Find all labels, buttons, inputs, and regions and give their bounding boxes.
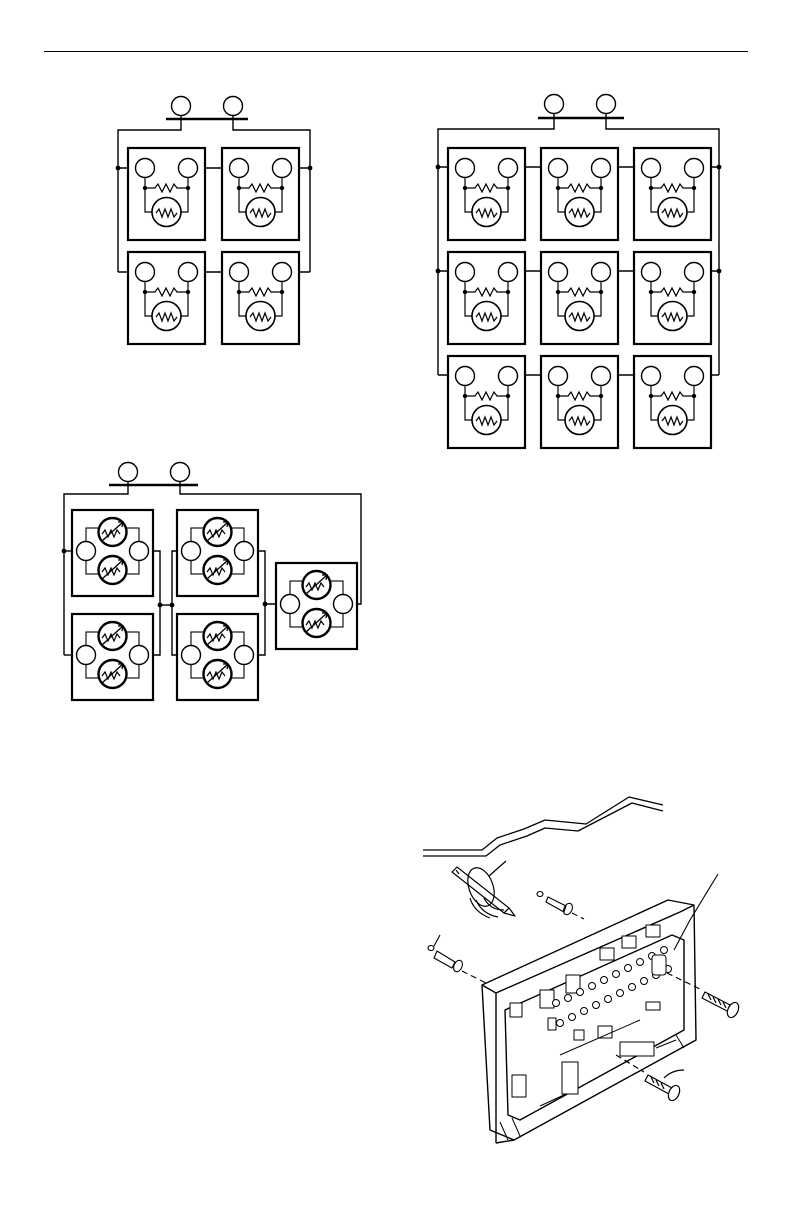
sensor-9 <box>634 356 711 448</box>
junction-dot <box>62 549 67 554</box>
junction-dot <box>717 165 722 170</box>
dual-sensor-2 <box>177 510 258 596</box>
junction-dot <box>308 166 313 171</box>
sensor-7 <box>448 356 525 448</box>
sensor-3 <box>634 148 711 240</box>
wall-anchor <box>537 892 584 920</box>
wallplate-mounting-illustration <box>423 797 741 1143</box>
dual-sensor-5 <box>276 563 357 649</box>
dual-sensor-1 <box>72 510 153 596</box>
dual-sensor-4 <box>177 614 258 700</box>
sensor-2 <box>222 148 299 240</box>
pencil-icon <box>452 861 515 918</box>
sensor-4 <box>448 252 525 344</box>
sensor-3 <box>128 252 205 344</box>
junction-dot <box>170 603 175 608</box>
wall-outline <box>423 797 663 856</box>
sensor-2 <box>541 148 618 240</box>
sensor-6 <box>634 252 711 344</box>
sensor-5 <box>541 252 618 344</box>
junction-dot <box>436 165 441 170</box>
junction-dot <box>263 602 268 607</box>
sensor-1 <box>128 148 205 240</box>
dual-sensor-3 <box>72 614 153 700</box>
sensor-1 <box>448 148 525 240</box>
junction-dot <box>158 603 163 608</box>
wall-anchor <box>428 935 492 986</box>
wallplate <box>482 900 696 1143</box>
sensor-8 <box>541 356 618 448</box>
junction-dot <box>717 269 722 274</box>
junction-dot <box>436 269 441 274</box>
junction-dot <box>116 166 121 171</box>
sensor-4 <box>222 252 299 344</box>
